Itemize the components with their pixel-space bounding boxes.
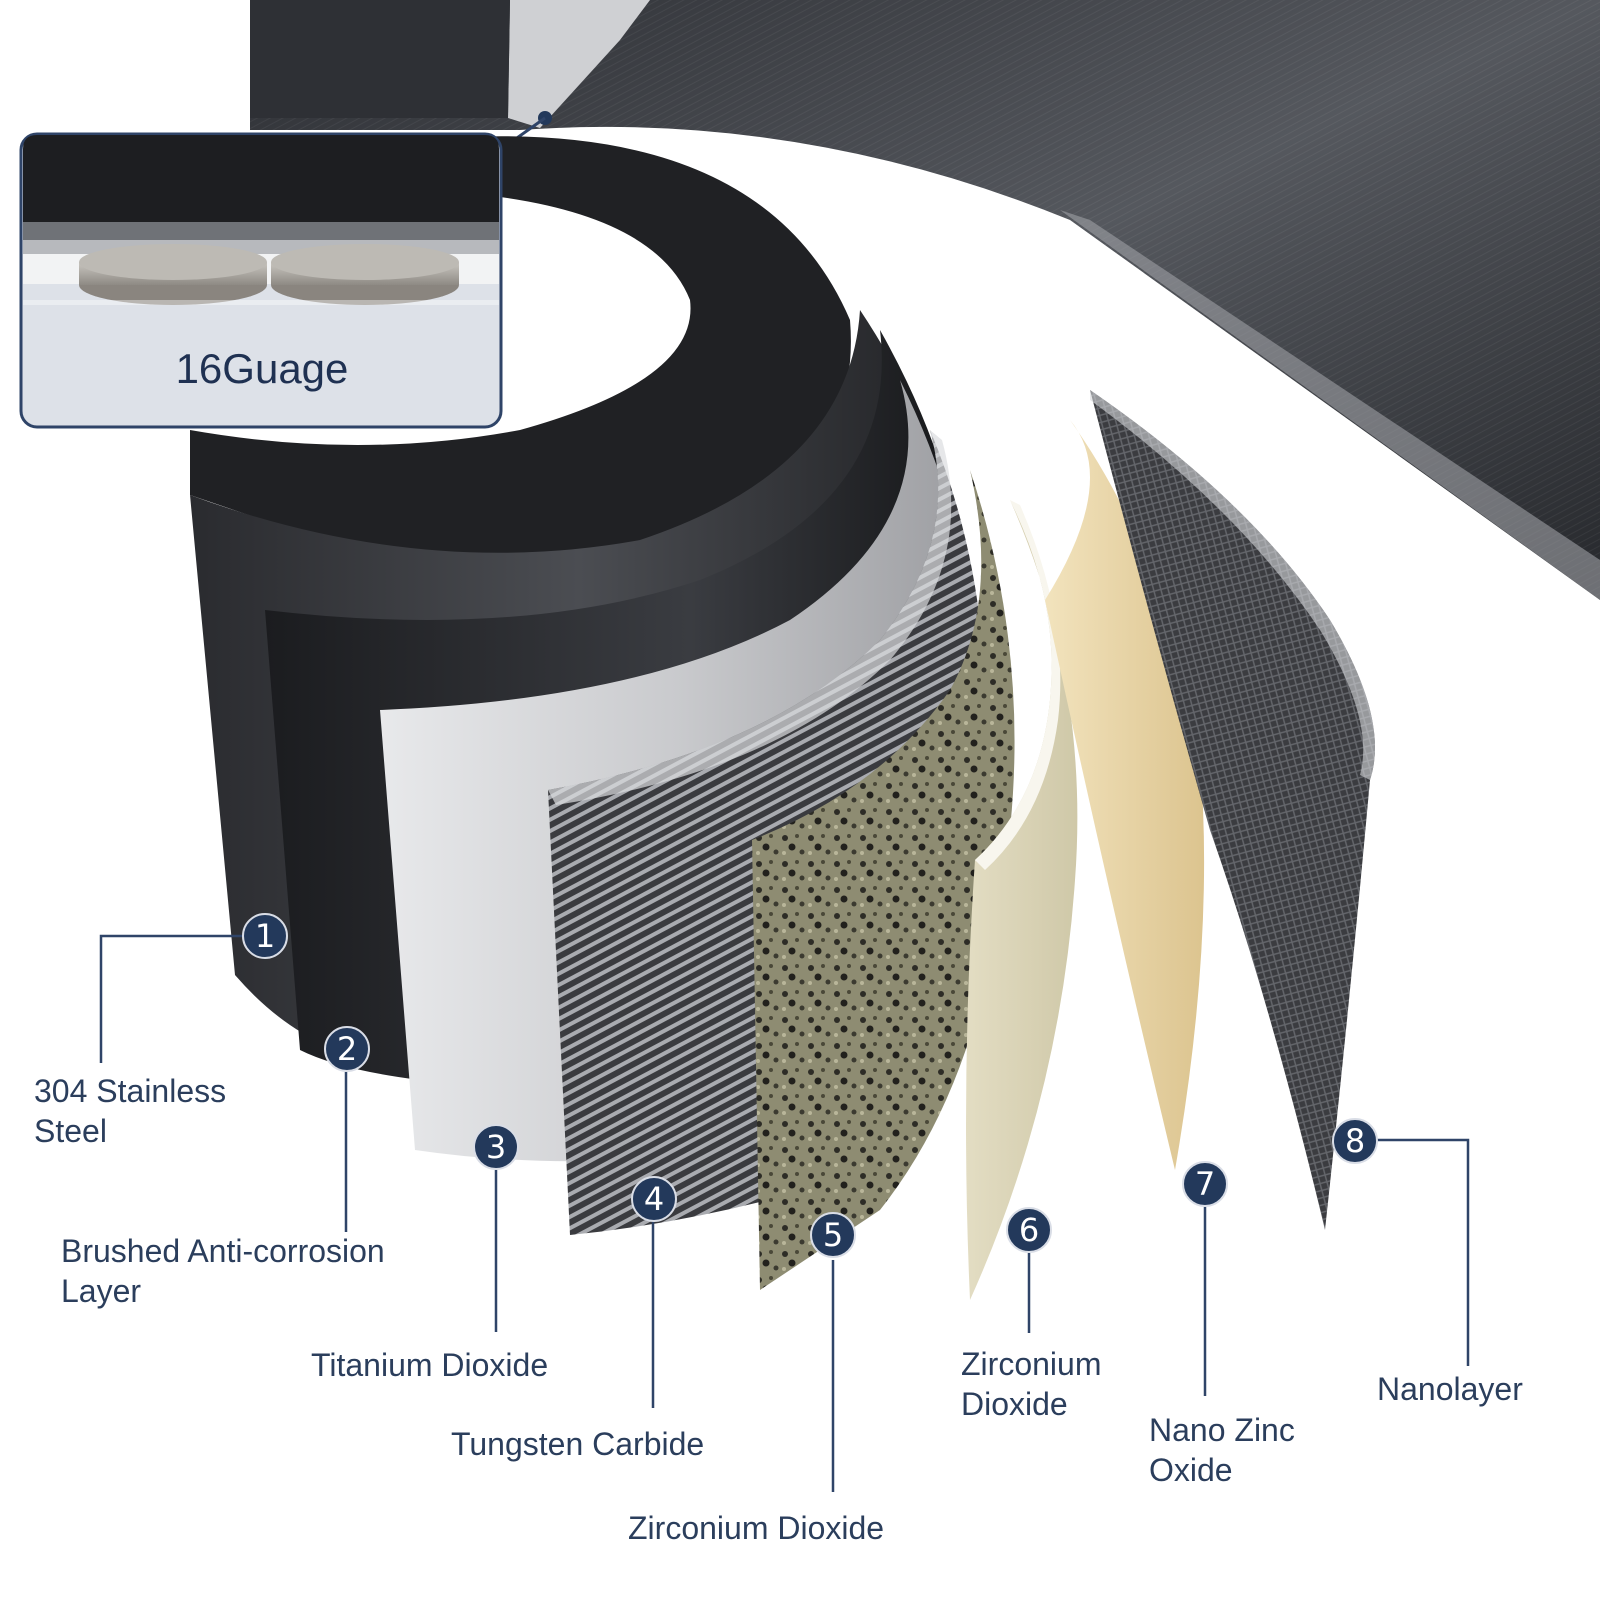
layer-1-badge: 1	[242, 913, 288, 959]
layer-5-label: Zirconium Dioxide	[628, 1510, 885, 1546]
layer-3-label: Titanium Dioxide	[311, 1347, 549, 1383]
layer-1-label: 304 Stainless Steel	[34, 1073, 227, 1149]
layer-3-badge: 3	[473, 1124, 519, 1170]
layer-2-badge: 2	[324, 1026, 370, 1072]
layer-8-label: Nanolayer	[1377, 1371, 1523, 1407]
layer-7-label: Nano Zinc Oxide	[1149, 1412, 1295, 1488]
layer-6-badge: 6	[1006, 1207, 1052, 1253]
gauge-label: 16Guage	[175, 345, 349, 392]
leader-lines	[99, 934, 1470, 1492]
layer-7-badge: 7	[1182, 1161, 1228, 1207]
layer-2-label: Brushed Anti-corrosion Layer	[61, 1233, 385, 1309]
layer-4-badge: 4	[631, 1176, 677, 1222]
layer-5-badge: 5	[810, 1212, 856, 1258]
layer-6-label: Zirconium Dioxide	[961, 1346, 1102, 1422]
layer-8-badge: 8	[1332, 1118, 1378, 1164]
layer-4-label: Tungsten Carbide	[451, 1426, 705, 1462]
